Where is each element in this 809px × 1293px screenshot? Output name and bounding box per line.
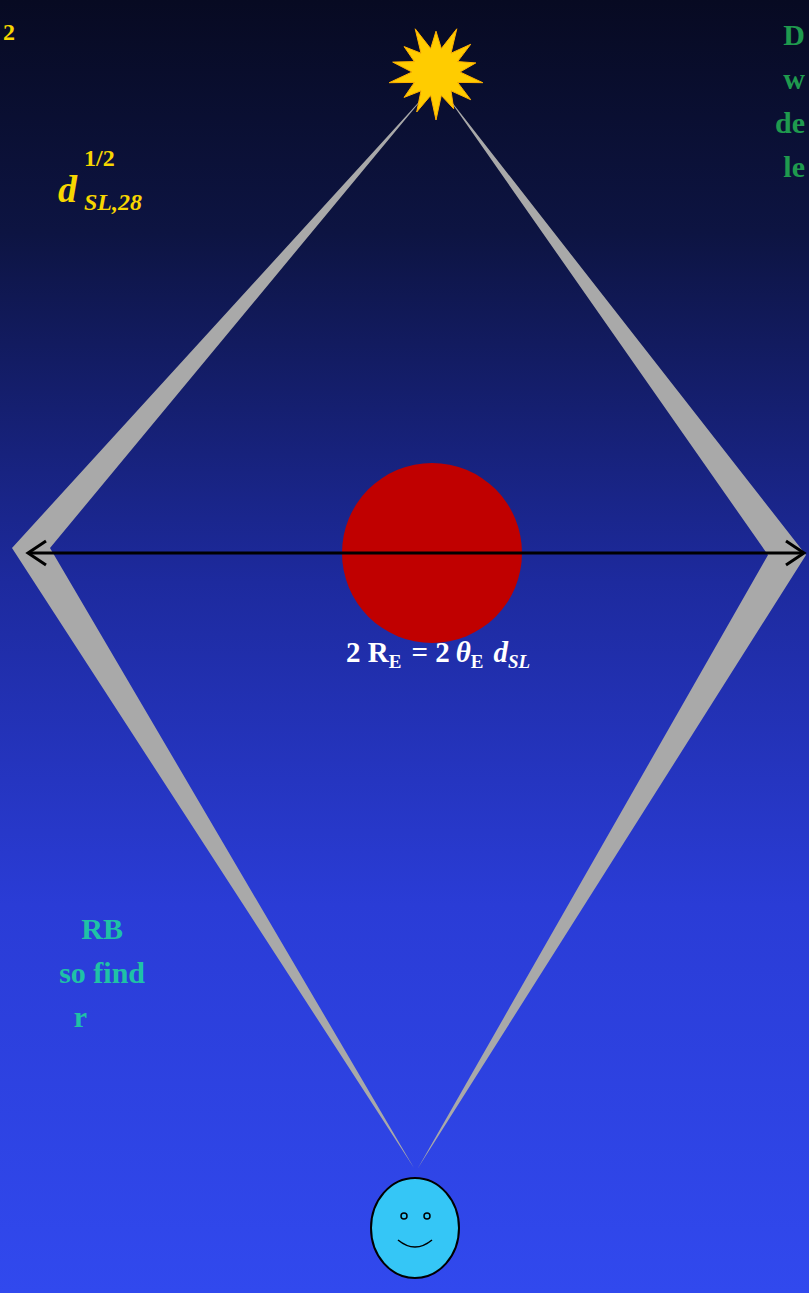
observer-face — [371, 1178, 459, 1278]
observer-smile — [398, 1240, 432, 1247]
einstein-diameter-line — [30, 552, 802, 555]
source-star — [389, 29, 483, 120]
formula-subscript: SL — [508, 651, 530, 672]
formula-term: = 2 — [411, 636, 449, 668]
cropped-note: r — [74, 1002, 87, 1032]
einstein-radius-formula: 2 RE= 2θEdSL — [346, 638, 530, 671]
arrowhead — [28, 541, 46, 565]
exponent: 1/2 — [84, 146, 115, 170]
cropped-formula-part: 2 — [3, 20, 15, 44]
cropped-note: w — [783, 64, 805, 94]
formula-term: 2 R — [346, 636, 389, 668]
cropped-note: de — [775, 108, 805, 138]
observer-eye — [424, 1213, 430, 1219]
subscript: SL,28 — [84, 190, 142, 214]
cropped-note: le — [783, 152, 805, 182]
cropped-note: D — [783, 20, 805, 50]
observer-eye — [401, 1213, 407, 1219]
cropped-note: so find — [59, 958, 145, 988]
formula-term: θ — [456, 636, 471, 668]
formula-subscript: E — [471, 651, 484, 672]
distance-symbol: d — [58, 170, 77, 208]
cropped-note: RB — [81, 914, 123, 944]
formula-term: d — [493, 636, 508, 668]
light-path-left — [12, 92, 428, 1168]
arrowhead — [786, 541, 804, 565]
formula-subscript: E — [389, 651, 402, 672]
